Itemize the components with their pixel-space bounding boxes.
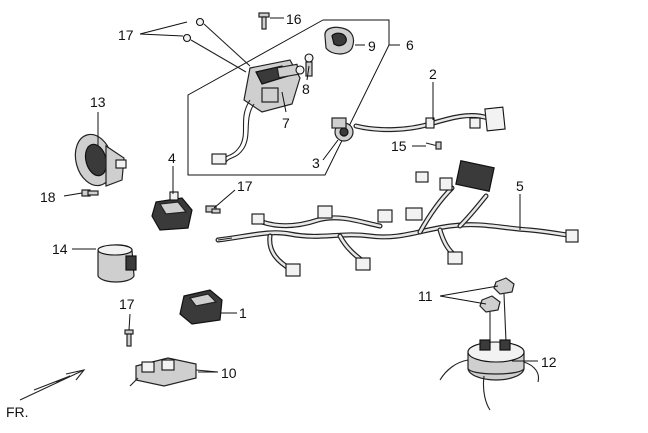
callout-10: 10: [221, 365, 237, 381]
part-pin: [304, 53, 314, 77]
part-key-cover: [324, 26, 355, 55]
callout-15: 15: [391, 138, 407, 154]
callout-16: 16: [286, 11, 302, 27]
part-screw-16: [258, 12, 270, 30]
callout-9: 9: [368, 38, 376, 54]
part-screw-17-mid: [205, 205, 221, 214]
part-flasher: [97, 244, 137, 283]
callout-13: 13: [90, 94, 106, 110]
callout-7: 7: [282, 115, 290, 131]
part-sensor: [331, 117, 354, 142]
callout-14: 14: [52, 241, 68, 257]
part-bolt-18: [81, 189, 99, 197]
callout-3: 3: [312, 155, 320, 171]
part-horn: [74, 133, 127, 187]
part-nuts: [479, 277, 515, 343]
callout-2: 2: [429, 66, 437, 82]
callout-17-low: 17: [119, 296, 135, 312]
part-screw-17-low: [124, 329, 134, 347]
front-direction-arrow: [19, 369, 86, 401]
callout-11: 11: [418, 288, 433, 304]
part-screws-17-top: [182, 17, 251, 73]
part-regulator: [179, 289, 223, 325]
part-ignition-switch: [211, 59, 305, 165]
callout-12: 12: [541, 354, 557, 370]
callout-6: 6: [406, 37, 414, 53]
assembly-bracket-outline: [187, 19, 400, 176]
front-marker-label: FR.: [6, 404, 29, 420]
part-starter-relay: [439, 339, 540, 411]
callout-labels: 1 2 3 4 5 6 7 8 9 10 11 12 13 14 15 16 1…: [6, 11, 557, 420]
part-relay: [151, 191, 193, 231]
callout-1: 1: [239, 305, 247, 321]
callout-5: 5: [516, 178, 524, 194]
callout-leaders: [63, 17, 538, 373]
callout-4: 4: [168, 150, 176, 166]
part-main-harness: [215, 160, 579, 277]
part-fuse-holder: [129, 357, 219, 387]
callout-8: 8: [302, 81, 310, 97]
callout-18: 18: [40, 189, 56, 205]
part-sub-harness: [353, 106, 506, 133]
part-screw-15: [425, 141, 442, 150]
callout-17-top: 17: [118, 27, 134, 43]
callout-17-mid: 17: [237, 178, 253, 194]
